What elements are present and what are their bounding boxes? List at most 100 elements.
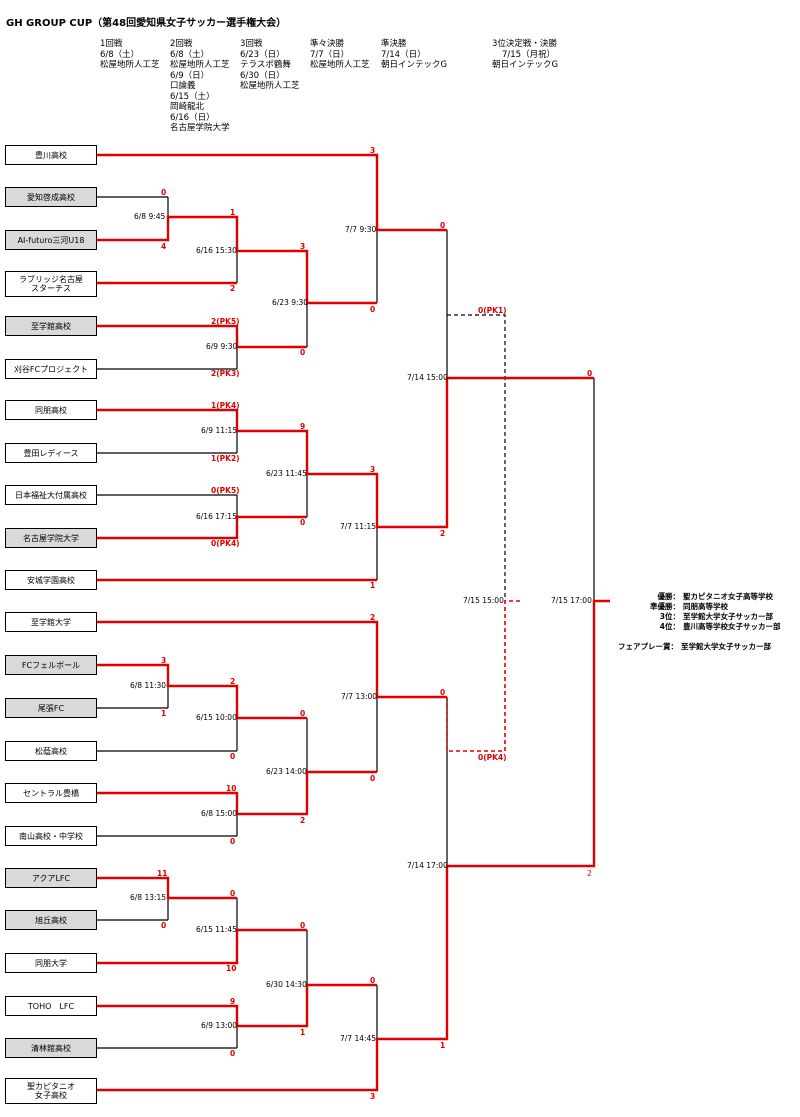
match-score: 0: [300, 518, 306, 527]
team-name: 尾張FC: [37, 703, 65, 713]
match-time: 6/9 9:30: [206, 342, 238, 351]
team-name: 名古屋学院大学: [23, 533, 79, 543]
team-name: セントラル豊橋: [23, 788, 79, 798]
team-box: AI-futuro三河U18: [5, 230, 97, 250]
team-name: 旭丘高校: [35, 915, 67, 925]
match-time: 6/9 13:00: [201, 1021, 238, 1030]
bracket-line: [97, 663, 307, 720]
team-name: FCフェルボール: [21, 660, 81, 670]
round-detail: テラスポ鶴舞: [240, 60, 291, 70]
bracket-line: [446, 600, 520, 752]
round-detail: 6/8（土）: [100, 49, 140, 60]
round-detail: 松屋地所人工芝: [240, 81, 300, 91]
match-time: 6/23 14:00: [266, 767, 307, 776]
round-detail: 岡崎龍北: [170, 102, 205, 112]
round-name: 3回戦: [240, 39, 263, 49]
round-detail: 6/30（日）: [240, 70, 285, 81]
round-detail: 朝日インテックG: [492, 60, 559, 70]
results-panel: 優勝：聖カピタニオ女子高等学校 準優勝：同朋高等学校 3位：至学館大学女子サッカ…: [618, 592, 781, 652]
match-score: 3: [300, 242, 306, 251]
team-name: 至学館大学: [31, 617, 71, 627]
round-detail: 7/7（日）: [310, 49, 350, 60]
team-box: 同朋高校: [5, 400, 97, 420]
team-box: TOHO LFC: [5, 996, 97, 1016]
round-detail: 松屋地所人工芝: [310, 60, 370, 70]
match-score: 9: [300, 422, 306, 431]
fairplay-team: 至学館大学女子サッカー部: [681, 642, 771, 651]
match-time: 7/14 15:00: [407, 373, 448, 382]
team-name: AI-futuro三河U18: [17, 235, 85, 245]
team-box: 豊田レディース: [5, 443, 97, 463]
match-score: 2: [370, 613, 376, 622]
match-score: 9: [230, 997, 236, 1006]
match-score: 1: [230, 208, 236, 217]
match-score: 0: [230, 1049, 236, 1058]
match-score: 0(PK4): [478, 753, 507, 762]
match-score: 0: [161, 921, 167, 930]
bracket-line: [447, 314, 506, 601]
match-time: 6/30 14:30: [266, 980, 307, 989]
team-name: アクアLFC: [31, 873, 71, 883]
round-header-1: 1回戦 6/8（土） 松屋地所人工芝: [100, 39, 160, 71]
match-time: 6/8 13:15: [130, 893, 167, 902]
round-name: 準々決勝: [310, 39, 345, 49]
round-detail: 6/15（土）: [170, 91, 215, 102]
bracket-line: [97, 876, 237, 900]
team-name: 南山高校・中学校: [19, 831, 83, 841]
round-detail: 6/16（日）: [170, 112, 215, 123]
team-box: 豊川高校: [5, 145, 97, 165]
match-score: 1: [370, 581, 376, 590]
match-score: 0: [370, 774, 376, 783]
match-time: 7/7 11:15: [340, 522, 377, 531]
match-time: 6/8 15:00: [201, 809, 238, 818]
result-label: 4位：: [659, 622, 680, 631]
round-header-final: 3位決定戦・決勝 7/15（月祝） 朝日インテックG: [492, 39, 558, 71]
match-score: 3: [370, 1092, 376, 1101]
match-score: 0(PK1): [478, 306, 507, 315]
match-score: 2: [587, 869, 592, 878]
round-header-sf: 準決勝 7/14（日） 朝日インテックG: [381, 39, 447, 71]
match-score: 0: [440, 221, 446, 230]
round-header-2: 2回戦 6/8（土） 松屋地所人工芝 6/9（日） 口論義 6/15（土） 岡崎…: [170, 39, 230, 134]
bracket-line: [97, 983, 377, 1028]
result-team: 豊川高等学校女子サッカー部: [683, 622, 781, 631]
team-box: 松蔭高校: [5, 741, 97, 761]
round-name: 1回戦: [100, 39, 123, 49]
team-box: 聖カピタニオ 女子高校: [5, 1078, 97, 1104]
match-score: 0: [370, 976, 376, 985]
round-name: 準決勝: [381, 39, 407, 49]
match-score: 3: [370, 465, 376, 474]
team-box: 至学館大学: [5, 612, 97, 632]
match-time: 6/8 11:30: [130, 681, 167, 690]
team-name: 清林館高校: [31, 1043, 71, 1053]
team-box: 愛知啓成高校: [5, 187, 97, 207]
bracket-line: [97, 153, 447, 232]
team-box: FCフェルボール: [5, 655, 97, 675]
match-time: 7/7 13:00: [341, 692, 378, 701]
team-box: 同朋大学: [5, 953, 97, 973]
round-name: 2回戦: [170, 39, 193, 49]
match-score: 2(PK5): [211, 317, 240, 326]
team-name: 至学館高校: [31, 321, 71, 331]
match-score: 0: [230, 752, 236, 761]
team-box: アクアLFC: [5, 868, 97, 888]
match-score: 4: [161, 242, 167, 251]
round-detail: 7/15（月祝）: [502, 49, 556, 60]
round-header-3: 3回戦 6/23（日） テラスポ鶴舞 6/30（日） 松屋地所人工芝: [240, 39, 300, 92]
match-time: 7/15 17:00: [551, 596, 592, 605]
match-score: 0: [300, 921, 306, 930]
match-score: 0: [300, 348, 306, 357]
team-box: 刈谷FCプロジェクト: [5, 359, 97, 379]
round-detail: 6/9（日）: [170, 70, 210, 81]
match-score: 0: [300, 709, 306, 718]
match-score: 0: [230, 889, 236, 898]
match-score: 0: [587, 369, 593, 378]
team-box: 日本福祉大付属高校: [5, 485, 97, 505]
match-time: 6/8 9:45: [134, 212, 166, 221]
team-name: 松蔭高校: [35, 746, 67, 756]
team-name: 豊田レディース: [23, 448, 79, 458]
team-name: ラブリッジ名古屋 スターチス: [19, 275, 83, 293]
team-name: 同朋大学: [35, 958, 67, 968]
bracket-line: [97, 620, 447, 699]
